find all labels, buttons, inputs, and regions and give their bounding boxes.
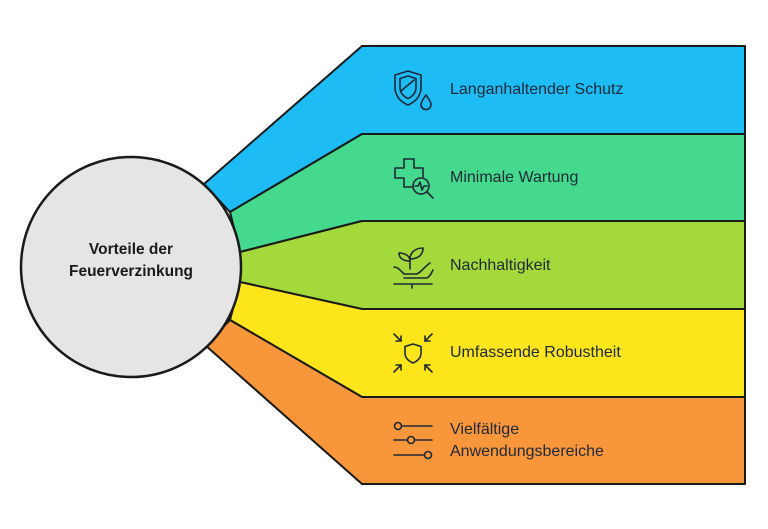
- benefit-label: Umfassende Robustheit: [450, 344, 621, 361]
- benefit-label-line1: Vielfältige: [450, 421, 520, 438]
- sliders-icon: [393, 421, 433, 460]
- shield-water-drop-icon: [394, 70, 432, 111]
- center-title-line1: Vorteile der: [88, 241, 174, 258]
- benefit-label: Minimale Wartung: [450, 169, 579, 186]
- medical-cross-magnifier-icon: [394, 158, 434, 199]
- benefit-label: Nachhaltigkeit: [450, 257, 551, 274]
- benefit-item-minimale-wartung: Minimale Wartung: [390, 155, 750, 201]
- benefit-label: Vielfältige Anwendungsbereiche: [450, 419, 604, 463]
- sprout-hand-icon: [393, 247, 434, 289]
- benefit-label-line2: Anwendungsbereiche: [450, 443, 604, 460]
- benefit-label: Langanhaltender Schutz: [450, 81, 624, 98]
- center-title: Vorteile der Feuerverzinkung: [28, 239, 234, 283]
- benefit-item-vielfaeltige-anwendungsbereiche: Vielfältige Anwendungsbereiche: [390, 418, 750, 464]
- center-title-line2: Feuerverzinkung: [68, 263, 194, 280]
- benefit-item-nachhaltigkeit: Nachhaltigkeit: [390, 243, 750, 289]
- benefit-item-langanhaltender-schutz: Langanhaltender Schutz: [390, 67, 750, 113]
- band-vielfaeltige-anwendungsbereiche: [204, 319, 746, 485]
- shield-arrows-inward-icon: [393, 333, 433, 373]
- benefit-item-umfassende-robustheit: Umfassende Robustheit: [390, 330, 750, 376]
- center-circle: [19, 155, 243, 379]
